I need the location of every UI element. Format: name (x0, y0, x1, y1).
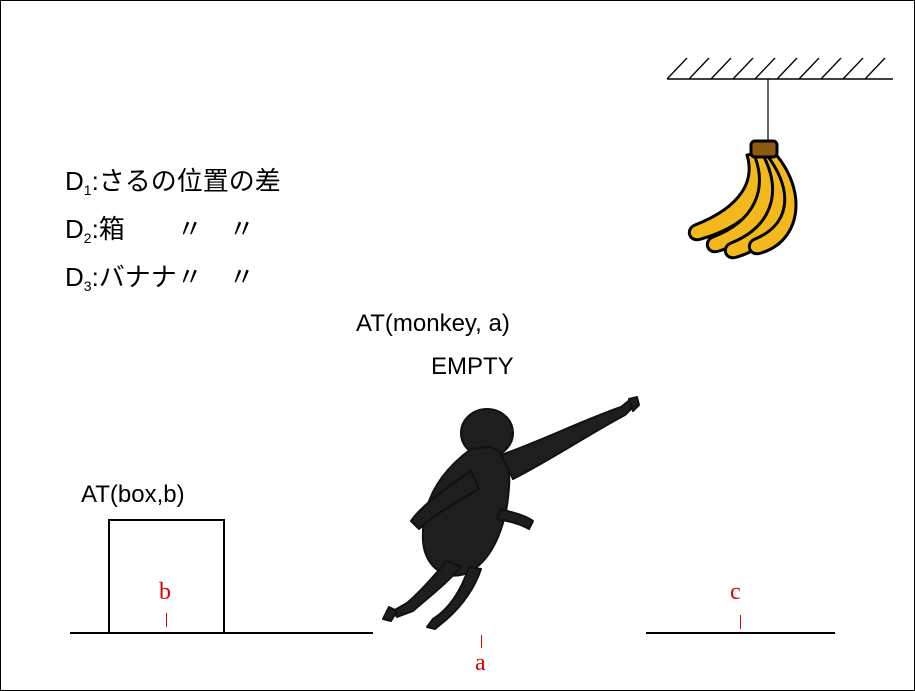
monkey-figure-icon (382, 396, 640, 630)
difference-d3: D3:バナナ〃 〃 (65, 262, 255, 294)
floor-segment-right (646, 632, 835, 634)
predicate-monkey-at: AT(monkey, a) (356, 310, 510, 337)
predicate-box-at: AT(box,b) (81, 481, 185, 508)
location-label-b: b (159, 579, 171, 605)
location-label-c: c (730, 579, 741, 605)
difference-d2: D2:箱 〃 〃 (65, 214, 255, 246)
tick-c (740, 615, 741, 629)
floor-segment-left (70, 632, 373, 634)
tick-a (481, 635, 482, 648)
ceiling-hatch-icon (666, 57, 893, 80)
banana-bunch-icon (687, 139, 798, 260)
location-label-a: a (475, 650, 486, 676)
predicate-empty: EMPTY (431, 353, 514, 380)
difference-d1: D1:さるの位置の差 (65, 166, 281, 198)
tick-b (166, 613, 167, 627)
